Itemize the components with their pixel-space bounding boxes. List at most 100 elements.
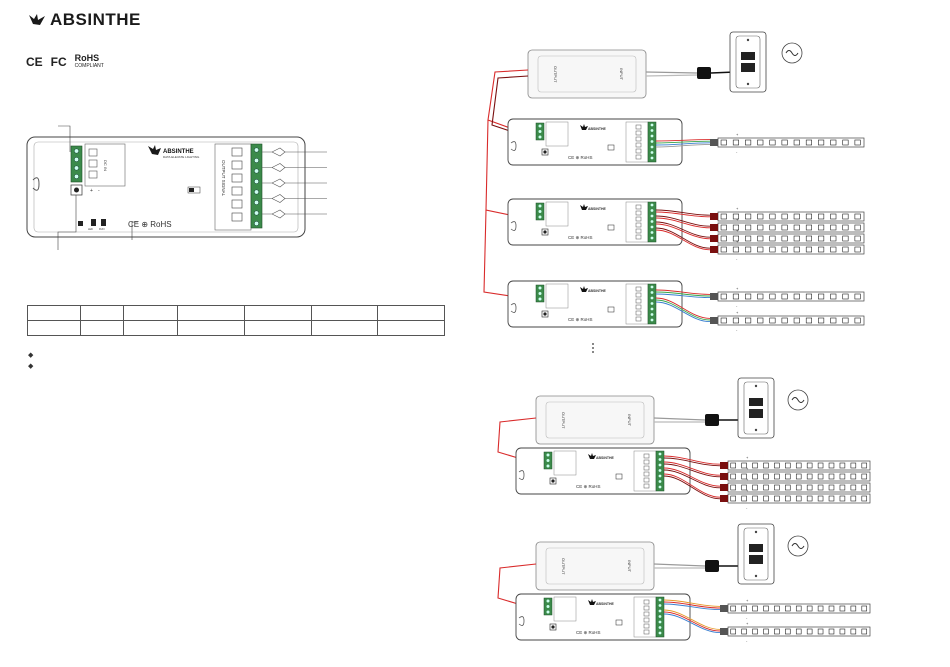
led-chip	[745, 293, 752, 300]
terminal-screw	[538, 204, 542, 208]
led-chip	[861, 628, 868, 635]
led-strip: +-	[710, 239, 865, 261]
led-chip	[842, 246, 849, 253]
led-chip	[818, 235, 825, 242]
led-chip	[774, 495, 780, 502]
output-channel-box	[635, 292, 642, 298]
strip-connector	[710, 235, 718, 242]
led-chip	[818, 224, 825, 231]
led-chip	[781, 246, 788, 253]
led-chip	[774, 484, 780, 491]
unit-cert: CE ⊕ RoHS	[576, 484, 601, 489]
outlet-screw	[754, 428, 758, 432]
indicator-run	[101, 219, 106, 226]
output-channel-box	[635, 136, 642, 142]
output-channel-box	[231, 160, 243, 170]
led-chip	[785, 628, 791, 635]
led-chip	[818, 293, 825, 300]
output-terminal-block	[250, 143, 263, 229]
spec-table	[27, 305, 445, 336]
output-wire	[655, 211, 711, 218]
led-chip	[732, 224, 739, 231]
strip-connector	[720, 495, 728, 502]
terminal-screw	[74, 157, 79, 162]
terminal-screw	[650, 209, 654, 212]
terminal-screw	[546, 464, 550, 468]
output-channel-box	[635, 304, 642, 310]
psu-input-label: INPUT	[627, 560, 632, 573]
led-chip	[850, 495, 857, 502]
led-chip	[839, 484, 846, 491]
unit-brand: ABSINTHE	[588, 207, 607, 211]
led-chip	[730, 495, 736, 502]
terminal-screw	[650, 151, 654, 154]
strip-plus-mark: +	[746, 598, 749, 603]
terminal-screw	[658, 631, 662, 635]
callout-leader	[131, 221, 138, 240]
led-chip	[741, 495, 747, 502]
output-wire	[663, 611, 721, 632]
strip-minus-mark: -	[736, 303, 738, 308]
led-chip	[752, 473, 758, 480]
input-area	[553, 596, 577, 622]
strip-connector	[720, 605, 728, 612]
terminal-screw	[658, 615, 662, 618]
output-channel-box	[231, 212, 243, 222]
led-chip	[817, 484, 824, 491]
terminal-screw	[538, 135, 542, 139]
dip-switch	[607, 144, 615, 151]
led-chip	[842, 293, 849, 300]
controller-unit-case	[507, 198, 683, 246]
unit-cert: CE ⊕ RoHS	[576, 630, 601, 635]
led-chip	[795, 462, 802, 469]
led-strip: +-	[710, 217, 865, 239]
output-wire	[663, 463, 721, 478]
output-channel-box	[635, 124, 642, 130]
ac-wave	[785, 50, 799, 56]
terminal-screw	[650, 214, 654, 218]
output-wire	[655, 293, 711, 299]
input-area	[545, 201, 569, 227]
led-chip	[795, 605, 802, 612]
unit-cert: CE ⊕ RoHS	[568, 317, 593, 322]
led-chip	[720, 213, 727, 220]
terminal-screw	[538, 130, 542, 133]
output-wire	[655, 291, 711, 297]
led-chip	[842, 317, 849, 324]
unit-brand: ABSINTHE	[596, 456, 615, 460]
unit-cert: CE ⊕ RoHS	[568, 235, 593, 240]
psu-input-label: INPUT	[627, 414, 632, 427]
led-strip: +-	[720, 455, 871, 477]
psu-input-wire	[645, 71, 698, 74]
outlet-screw	[754, 530, 758, 534]
led-chip	[854, 139, 861, 146]
bird-icon	[580, 286, 588, 292]
output-channel-box	[643, 477, 650, 483]
led-chip	[861, 605, 868, 612]
output-wire	[655, 143, 711, 148]
continuation-dot	[592, 347, 594, 349]
terminal-screw	[650, 291, 654, 294]
mounting-hole	[518, 616, 525, 626]
led-chip	[769, 317, 776, 324]
led-chip	[850, 473, 857, 480]
led-chip	[795, 495, 802, 502]
terminal-screw	[658, 604, 662, 607]
terminal-screw	[546, 610, 550, 614]
fc-mark: FC	[50, 55, 67, 69]
led-chip	[781, 235, 788, 242]
strip-connector	[720, 628, 728, 635]
terminal-screw	[254, 221, 259, 226]
button-icon	[543, 312, 547, 316]
output-wire	[655, 215, 711, 227]
power-supply-inner	[545, 401, 645, 439]
led-chip	[828, 462, 835, 469]
led-chip	[806, 605, 813, 612]
terminal-screw	[254, 200, 259, 205]
button-icon	[543, 150, 547, 154]
led-chip	[830, 139, 837, 146]
led-chip	[774, 628, 780, 635]
led-chip	[732, 235, 739, 242]
power-feed-wire-red	[483, 209, 511, 297]
strip-plus-mark: +	[746, 455, 749, 460]
